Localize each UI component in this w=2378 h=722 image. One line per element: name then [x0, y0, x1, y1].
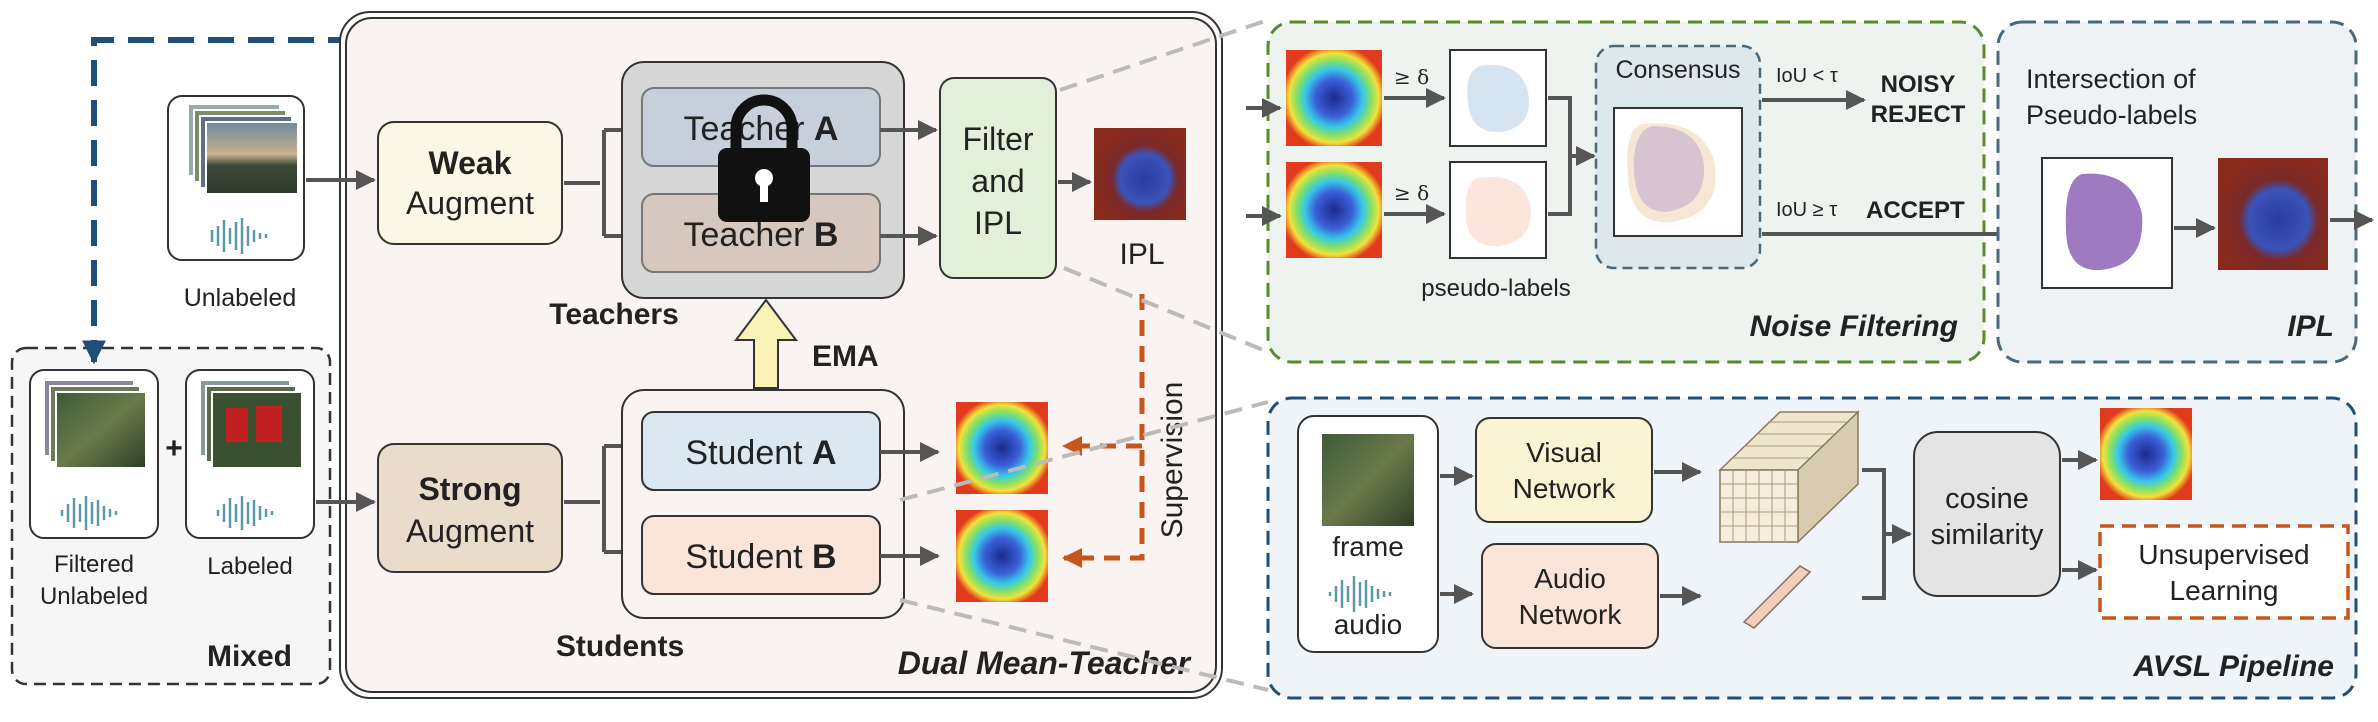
avsl-pipeline-title: AVSL Pipeline — [2132, 650, 2334, 683]
supervision-arrow-b — [1062, 294, 1145, 568]
reject-label: REJECT — [1871, 101, 1966, 128]
labeled-label: Labeled — [207, 553, 292, 580]
plus-sign: + — [165, 432, 183, 465]
waveform-icon — [216, 496, 274, 530]
strong-augment-box — [377, 443, 563, 573]
strong-augment-label-2: Augment — [406, 513, 534, 549]
filter-ipl-label-3: IPL — [974, 205, 1022, 241]
unlabeled-label: Unlabeled — [184, 284, 297, 312]
lock-icon — [718, 94, 810, 222]
filter-ipl-label-1: Filter — [962, 121, 1033, 157]
iou-lt-label: IoU < τ — [1776, 65, 1838, 87]
strong-augment-label-1: Strong — [418, 471, 521, 507]
filtered-unlabeled-label-2: Unlabeled — [40, 583, 148, 610]
localization-heatmap — [2100, 408, 2192, 500]
ipl-output-label: IPL — [1119, 238, 1164, 271]
threshold-label-2: ≥ δ — [1394, 181, 1429, 205]
visual-network-label-2: Network — [1513, 473, 1617, 504]
ipl-output-image — [1094, 128, 1186, 220]
filtered-unlabeled-input — [29, 369, 159, 539]
teacher-b-label: Teacher B — [684, 216, 839, 254]
unsupervised-learning-box — [2098, 524, 2350, 620]
threshold-label-1: ≥ δ — [1394, 65, 1429, 89]
iou-ge-label: IoU ≥ τ — [1776, 199, 1837, 221]
mixed-title: Mixed — [207, 640, 292, 673]
weak-augment-label-1: Weak — [428, 145, 511, 181]
filter-ipl-box — [939, 77, 1057, 279]
filtered-unlabeled-label-1: Filtered — [54, 551, 134, 578]
audio-network-box — [1481, 543, 1659, 649]
ema-arrow — [734, 298, 798, 389]
labeled-input — [185, 369, 315, 539]
dual-mean-teacher-title: Dual Mean-Teacher — [898, 645, 1192, 681]
unsupervised-learning-label-1: Unsupervised — [2138, 539, 2309, 570]
ema-label: EMA — [812, 340, 879, 373]
waveform-icon — [210, 218, 268, 254]
student-a-heatmap — [956, 402, 1048, 494]
student-b-label: Student B — [685, 538, 836, 576]
visual-network-box — [1475, 417, 1653, 523]
frame-image — [1322, 434, 1414, 526]
audio-feature-vector — [1742, 565, 1812, 629]
frame-label: frame — [1332, 531, 1404, 562]
ipl-heading-2: Pseudo-labels — [2026, 100, 2197, 130]
weak-augment-label-2: Augment — [406, 185, 534, 221]
ipl-panel-title: IPL — [2287, 310, 2334, 343]
pseudo-labels-caption: pseudo-labels — [1421, 275, 1570, 302]
noise-filtering-title: Noise Filtering — [1750, 310, 1958, 343]
waveform-icon — [60, 496, 118, 530]
unlabeled-input — [167, 95, 305, 261]
accept-label: ACCEPT — [1866, 197, 1965, 224]
cosine-similarity-label-1: cosine — [1945, 483, 2029, 515]
ipl-heading-1: Intersection of — [2026, 64, 2196, 94]
audio-network-label-2: Network — [1519, 599, 1623, 630]
cosine-similarity-box — [1913, 431, 2061, 597]
students-label: Students — [556, 630, 684, 663]
teacher-b-heatmap — [1286, 162, 1382, 258]
student-b-heatmap — [956, 510, 1048, 602]
teacher-a-label: Teacher A — [684, 110, 839, 148]
teachers-label: Teachers — [549, 298, 679, 331]
unsupervised-learning-label-2: Learning — [2170, 575, 2279, 606]
visual-network-label-1: Visual — [1526, 437, 1602, 468]
supervision-label: Supervision — [1156, 382, 1189, 539]
lake-photo — [205, 121, 299, 195]
visual-feature-cube — [1718, 410, 1860, 544]
noisy-label: NOISY — [1881, 71, 1956, 98]
cosine-similarity-label-2: similarity — [1931, 519, 2044, 551]
student-a-label: Student A — [685, 434, 836, 472]
filter-ipl-label-2: and — [971, 163, 1024, 199]
ipl-result-image — [2218, 158, 2328, 270]
teacher-a-heatmap — [1286, 50, 1382, 146]
audio-network-label-1: Audio — [1534, 563, 1606, 594]
audio-label: audio — [1334, 609, 1403, 640]
consensus-label: Consensus — [1615, 56, 1740, 84]
weak-augment-box — [377, 121, 563, 245]
waveform-icon — [1328, 576, 1392, 612]
